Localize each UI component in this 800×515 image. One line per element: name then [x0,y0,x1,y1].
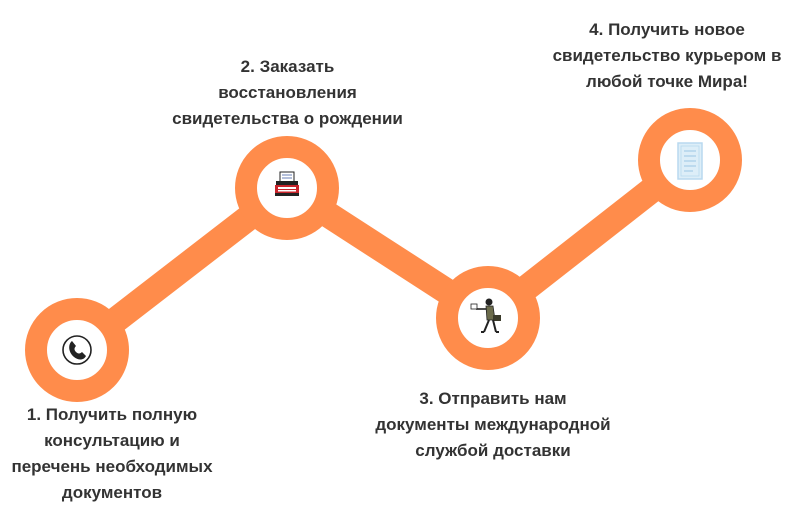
phone-icon [62,335,92,365]
step-1-marker [25,298,129,402]
certificate-icon [677,142,703,180]
step-1-line: документов [61,483,163,502]
step-4-marker [638,108,742,212]
step-3-label: 3. Отправить нам документы международной… [357,386,629,464]
step-4-line: 4. Получить новое [589,20,745,39]
step-3-marker [436,266,540,370]
step-3-line: 3. Отправить нам [419,389,567,408]
courier-icon [470,298,501,333]
step-2-label: 2. Заказать восстановления свидетельства… [155,54,420,132]
step-4-label: 4. Получить новое свидетельство курьером… [536,17,798,95]
step-2-line: восстановления [218,83,357,102]
step-2-line: 2. Заказать [240,57,335,76]
step-3-line: службой доставки [415,441,571,460]
step-1-line: консультацию и [44,431,180,450]
step-1-label: 1. Получить полную консультацию и перече… [0,402,224,506]
typewriter-icon [275,171,299,196]
step-1-line: перечень необходимых [11,457,213,476]
step-2-marker [235,136,339,240]
step-4-line: любой точке Мира! [586,72,748,91]
path-line [64,147,703,363]
step-4-line: свидетельство курьером в [552,46,782,65]
step-1-line: 1. Получить полную [26,405,198,424]
step-2-line: свидетельства о рождении [172,109,403,128]
step-3-line: документы международной [375,415,611,434]
